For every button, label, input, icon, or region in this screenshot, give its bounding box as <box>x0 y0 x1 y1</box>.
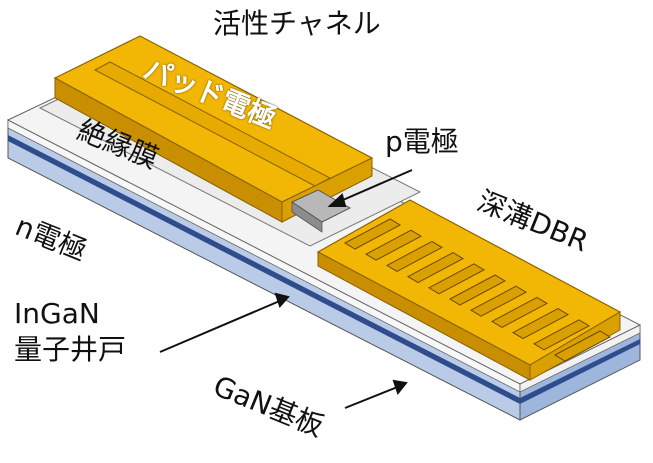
qw-right-face <box>520 339 640 404</box>
dbr-groove <box>511 308 570 340</box>
dbr-groove <box>427 263 486 295</box>
dbr-groove <box>448 274 507 306</box>
dbr-grooves <box>343 218 612 362</box>
arrows <box>159 169 413 409</box>
dbr-groove <box>469 285 528 317</box>
dbr-groove <box>364 229 423 261</box>
label-ingan-line1: InGaN <box>14 297 100 330</box>
arrow-p-electrode-head <box>327 193 347 207</box>
arrow-gan-head <box>392 379 408 396</box>
dbr-groove <box>343 218 402 250</box>
dbr-groove <box>406 252 465 284</box>
arrow-gan <box>344 385 401 409</box>
label-ingan-line2: 量子井戸 <box>14 333 127 366</box>
dbr-groove <box>385 240 444 272</box>
dbr-groove <box>553 330 612 362</box>
label-active-channel: 活性チャネル <box>213 7 381 40</box>
pad-ridge <box>93 61 332 187</box>
dbr-groove <box>532 319 591 351</box>
quantum-well-layer <box>8 135 520 404</box>
arrow-p-electrode <box>335 169 413 204</box>
label-p-electrode: p電極 <box>385 125 459 158</box>
p-electrode-side <box>291 201 323 233</box>
arrow-ingan-head <box>274 292 290 308</box>
dbr-groove <box>490 296 549 328</box>
arrow-ingan <box>159 299 283 353</box>
